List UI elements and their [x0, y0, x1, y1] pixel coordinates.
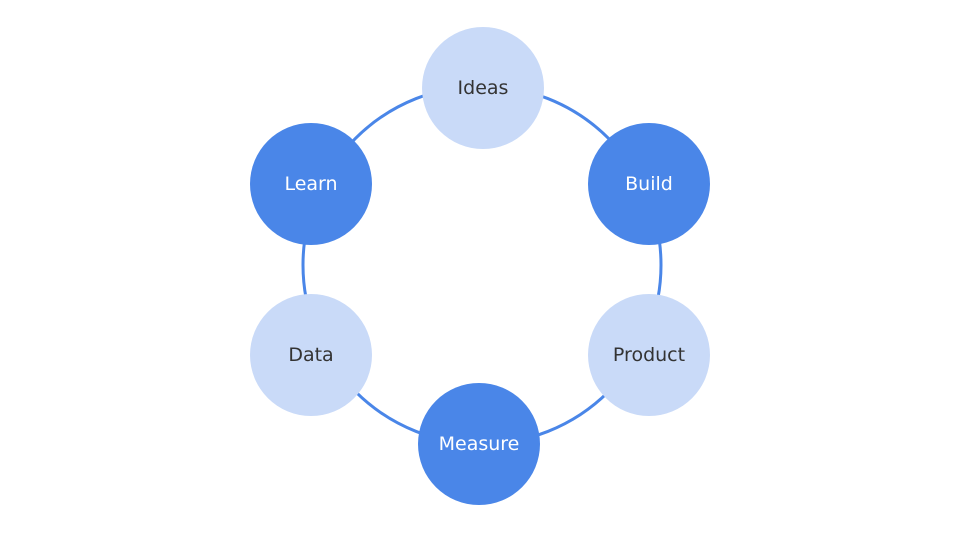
node-data: Data	[250, 294, 372, 416]
node-measure-label: Measure	[438, 433, 520, 455]
node-build: Build	[588, 123, 710, 245]
node-learn-label: Learn	[284, 173, 338, 195]
node-ideas: Ideas	[422, 27, 544, 149]
node-data-label: Data	[288, 344, 334, 366]
node-product: Product	[588, 294, 710, 416]
node-build-label: Build	[625, 173, 673, 195]
node-ideas-label: Ideas	[457, 77, 509, 99]
node-learn: Learn	[250, 123, 372, 245]
node-measure: Measure	[418, 383, 540, 505]
node-product-label: Product	[612, 344, 686, 366]
